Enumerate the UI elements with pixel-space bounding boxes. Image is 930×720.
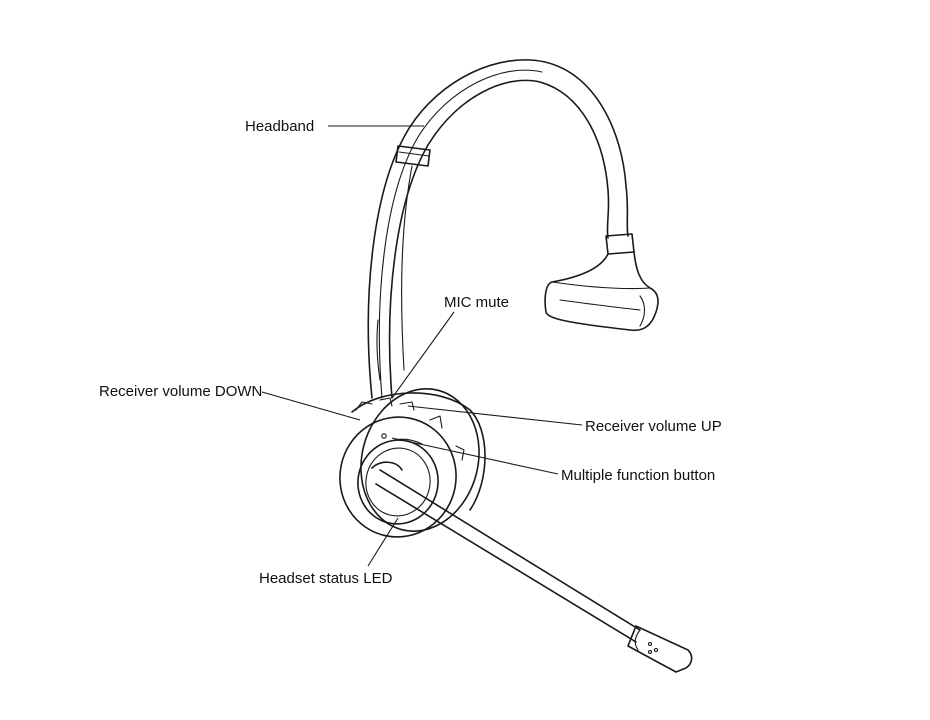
headset-status-led-label: Headset status LED <box>259 570 393 587</box>
earpiece <box>339 388 486 538</box>
head-rest-pad <box>544 251 659 332</box>
microphone-boom <box>375 469 693 673</box>
callout-labels: Headband MIC mute Receiver volume DOWN R… <box>99 118 722 587</box>
receiver-volume-down-label: Receiver volume DOWN <box>99 383 262 400</box>
receiver-volume-down-leader <box>261 391 361 421</box>
receiver-volume-up-leader <box>407 405 583 426</box>
multiple-function-button-label: Multiple function button <box>561 467 715 484</box>
receiver-volume-up-label: Receiver volume UP <box>585 418 722 435</box>
multiple-function-button-leader <box>391 437 559 475</box>
mic-mute-label: MIC mute <box>444 294 509 311</box>
headset-status-led-leader <box>367 517 399 567</box>
leader-lines <box>261 125 583 567</box>
headband-illustration <box>367 59 635 399</box>
mic-mute-leader <box>391 311 455 399</box>
headband-label: Headband <box>245 118 314 135</box>
